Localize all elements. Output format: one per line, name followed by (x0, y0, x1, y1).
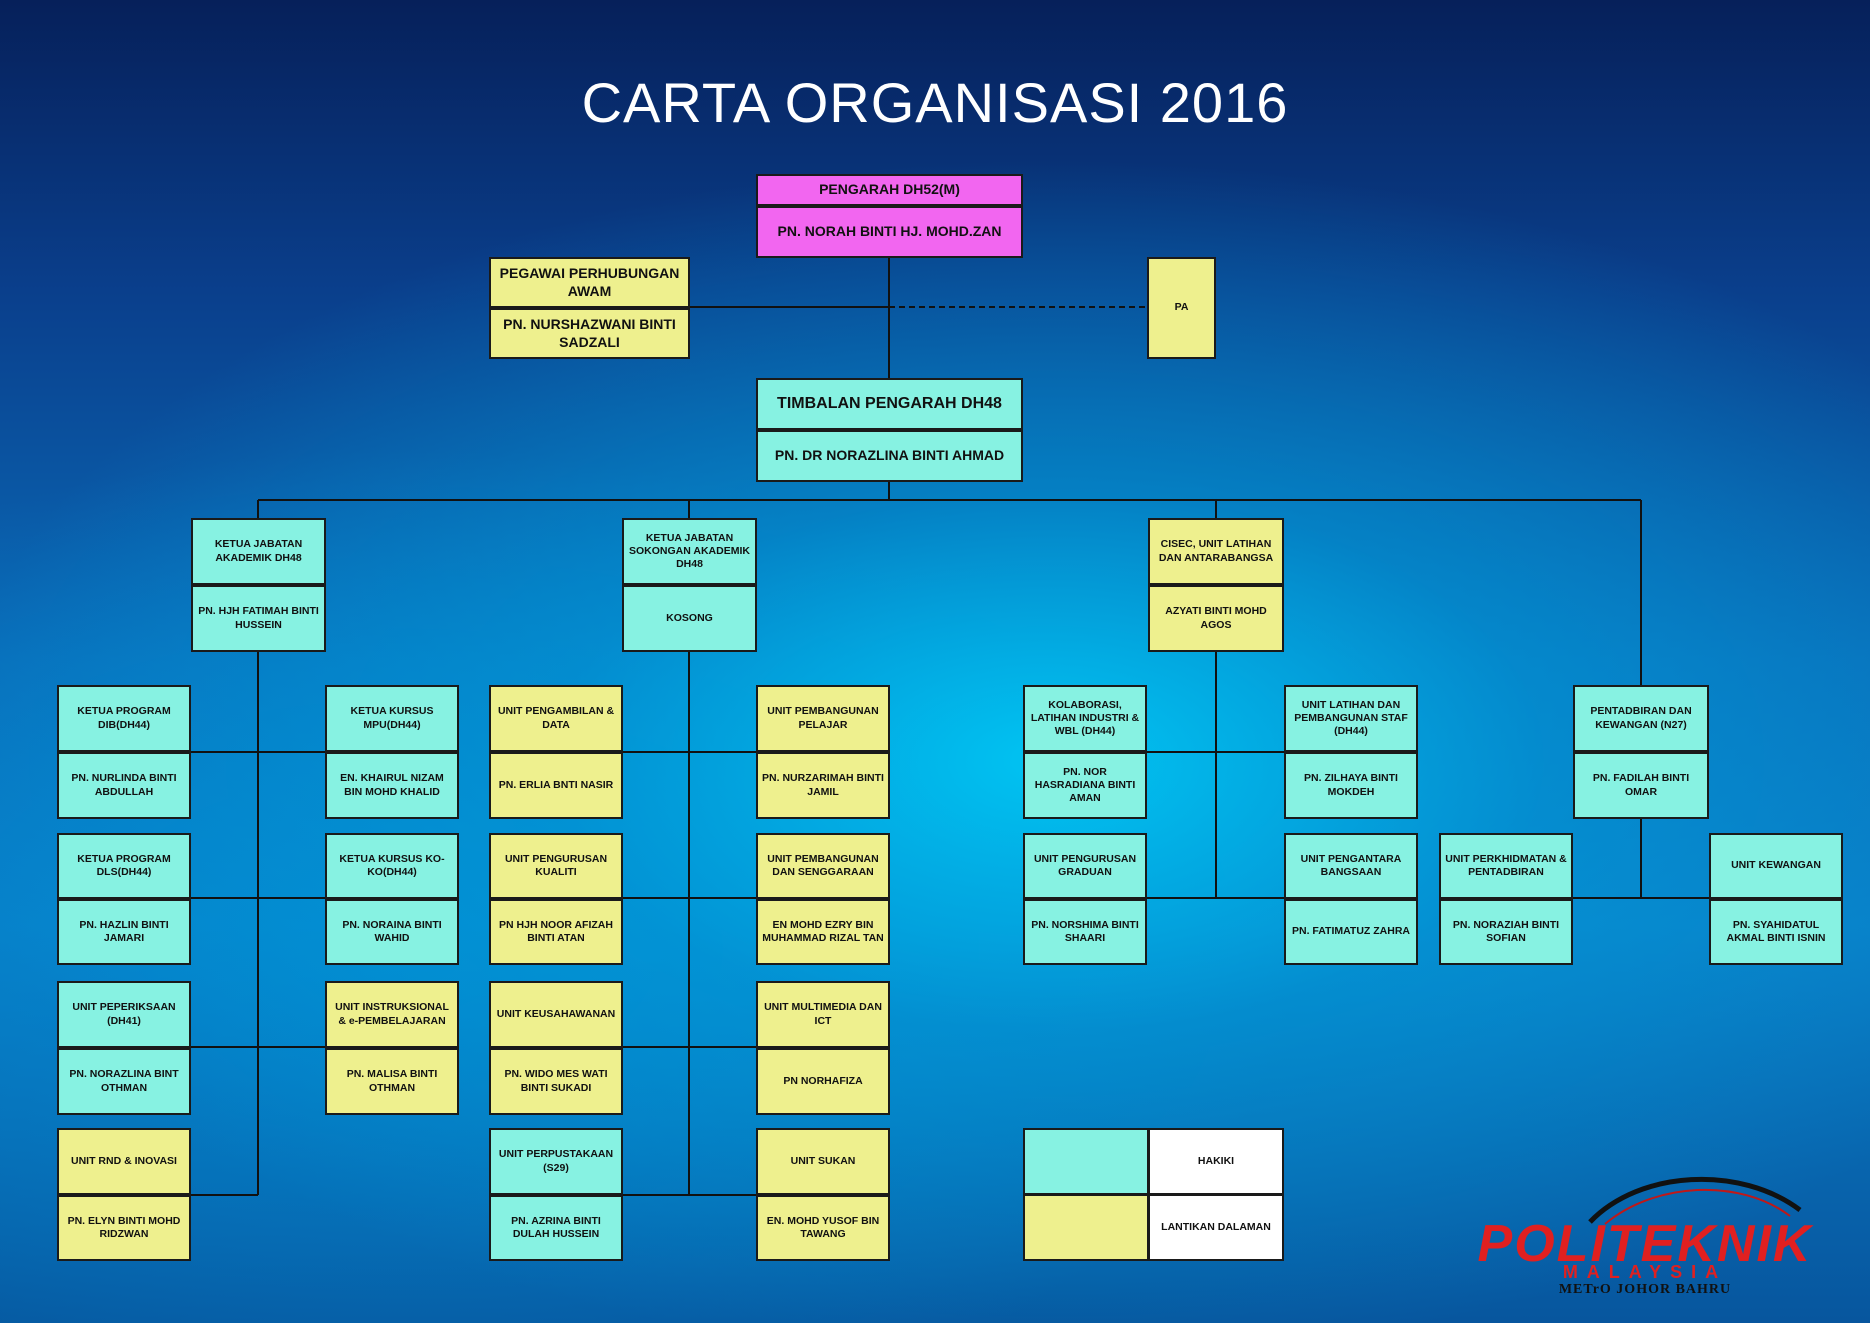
legend-label-lantikan: LANTIKAN DALAMAN (1148, 1194, 1284, 1261)
unit-name: PN. NORAZLINA BINT OTHMAN (57, 1048, 191, 1115)
legend-swatch-hakiki (1023, 1128, 1149, 1195)
logo-word: POLITEKNIK (1477, 1215, 1813, 1273)
unit-role: KOLABORASI, LATIHAN INDUSTRI & WBL (DH44… (1023, 685, 1147, 752)
unit-name: PN. WIDO MES WATI BINTI SUKADI (489, 1048, 623, 1115)
unit-role: UNIT KEWANGAN (1709, 833, 1843, 899)
unit-name: EN MOHD EZRY BIN MUHAMMAD RIZAL TAN (756, 899, 890, 965)
jabatan-akademik-name: PN. HJH FATIMAH BINTI HUSSEIN (191, 585, 326, 652)
unit-role: UNIT PENGAMBILAN & DATA (489, 685, 623, 752)
pentadbiran-name: PN. FADILAH BINTI OMAR (1573, 752, 1709, 819)
unit-role: UNIT PEMBANGUNAN PELAJAR (756, 685, 890, 752)
unit-role: UNIT SUKAN (756, 1128, 890, 1195)
logo-swoosh-icon (1588, 1176, 1802, 1225)
jabatan-sokongan-role: KETUA JABATAN SOKONGAN AKADEMIK DH48 (622, 518, 757, 585)
unit-name: EN. KHAIRUL NIZAM BIN MOHD KHALID (325, 752, 459, 819)
unit-name: PN. NORAINA BINTI WAHID (325, 899, 459, 965)
pengarah-name: PN. NORAH BINTI HJ. MOHD.ZAN (756, 206, 1023, 258)
unit-role: UNIT PERPUSTAKAAN (S29) (489, 1128, 623, 1195)
jabatan-sokongan-name: KOSONG (622, 585, 757, 652)
chart-title: CARTA ORGANISASI 2016 (581, 71, 1289, 134)
unit-name: EN. MOHD YUSOF BIN TAWANG (756, 1195, 890, 1261)
logo-city: METrO JOHOR BAHRU (1558, 1282, 1732, 1297)
unit-role: UNIT RND & INOVASI (57, 1128, 191, 1195)
unit-name: PN. FATIMATUZ ZAHRA (1284, 899, 1418, 965)
unit-role: UNIT PEMBANGUNAN DAN SENGGARAAN (756, 833, 890, 899)
cisec-role: CISEC, UNIT LATIHAN DAN ANTARABANGSA (1148, 518, 1284, 585)
unit-role: UNIT LATIHAN DAN PEMBANGUNAN STAF (DH44) (1284, 685, 1418, 752)
unit-name: PN. NURZARIMAH BINTI JAMIL (756, 752, 890, 819)
unit-role: UNIT PENGURUSAN GRADUAN (1023, 833, 1147, 899)
unit-role: UNIT INSTRUKSIONAL & e-PEMBELAJARAN (325, 981, 459, 1048)
unit-name: PN. ELYN BINTI MOHD RIDZWAN (57, 1195, 191, 1261)
unit-name: PN. ZILHAYA BINTI MOKDEH (1284, 752, 1418, 819)
politeknik-logo: POLITEKNIK MALAYSIA METrO JOHOR BAHRU (1440, 1160, 1850, 1300)
unit-role: UNIT PERKHIDMATAN & PENTADBIRAN (1439, 833, 1573, 899)
unit-role: UNIT PEPERIKSAAN (DH41) (57, 981, 191, 1048)
unit-name: PN. NOR HASRADIANA BINTI AMAN (1023, 752, 1147, 819)
unit-role: KETUA KURSUS MPU(DH44) (325, 685, 459, 752)
timbalan-role: TIMBALAN PENGARAH DH48 (756, 378, 1023, 430)
unit-name: PN. AZRINA BINTI DULAH HUSSEIN (489, 1195, 623, 1261)
pegawai-perhubungan-name: PN. NURSHAZWANI BINTI SADZALI (489, 308, 690, 359)
unit-name: PN. ERLIA BNTI NASIR (489, 752, 623, 819)
unit-name: PN NORHAFIZA (756, 1048, 890, 1115)
unit-name: PN. NORSHIMA BINTI SHAARI (1023, 899, 1147, 965)
unit-name: PN. NORAZIAH BINTI SOFIAN (1439, 899, 1573, 965)
pa-box: PA (1147, 257, 1216, 359)
unit-role: UNIT MULTIMEDIA DAN ICT (756, 981, 890, 1048)
legend-swatch-lantikan (1023, 1194, 1149, 1261)
unit-role: UNIT KEUSAHAWANAN (489, 981, 623, 1048)
cisec-name: AZYATI BINTI MOHD AGOS (1148, 585, 1284, 652)
legend-label-hakiki: HAKIKI (1148, 1128, 1284, 1195)
unit-name: PN. SYAHIDATUL AKMAL BINTI ISNIN (1709, 899, 1843, 965)
unit-name: PN. MALISA BINTI OTHMAN (325, 1048, 459, 1115)
unit-name: PN. NURLINDA BINTI ABDULLAH (57, 752, 191, 819)
unit-name: PN HJH NOOR AFIZAH BINTI ATAN (489, 899, 623, 965)
pegawai-perhubungan-role: PEGAWAI PERHUBUNGAN AWAM (489, 257, 690, 308)
pentadbiran-role: PENTADBIRAN DAN KEWANGAN (N27) (1573, 685, 1709, 752)
jabatan-akademik-role: KETUA JABATAN AKADEMIK DH48 (191, 518, 326, 585)
unit-name: PN. HAZLIN BINTI JAMARI (57, 899, 191, 965)
unit-role: UNIT PENGANTARA BANGSAAN (1284, 833, 1418, 899)
unit-role: KETUA PROGRAM DLS(DH44) (57, 833, 191, 899)
unit-role: KETUA PROGRAM DIB(DH44) (57, 685, 191, 752)
logo-sub: MALAYSIA (1562, 1262, 1728, 1282)
pengarah-role: PENGARAH DH52(M) (756, 174, 1023, 206)
unit-role: UNIT PENGURUSAN KUALITI (489, 833, 623, 899)
timbalan-name: PN. DR NORAZLINA BINTI AHMAD (756, 430, 1023, 482)
unit-role: KETUA KURSUS KO-KO(DH44) (325, 833, 459, 899)
